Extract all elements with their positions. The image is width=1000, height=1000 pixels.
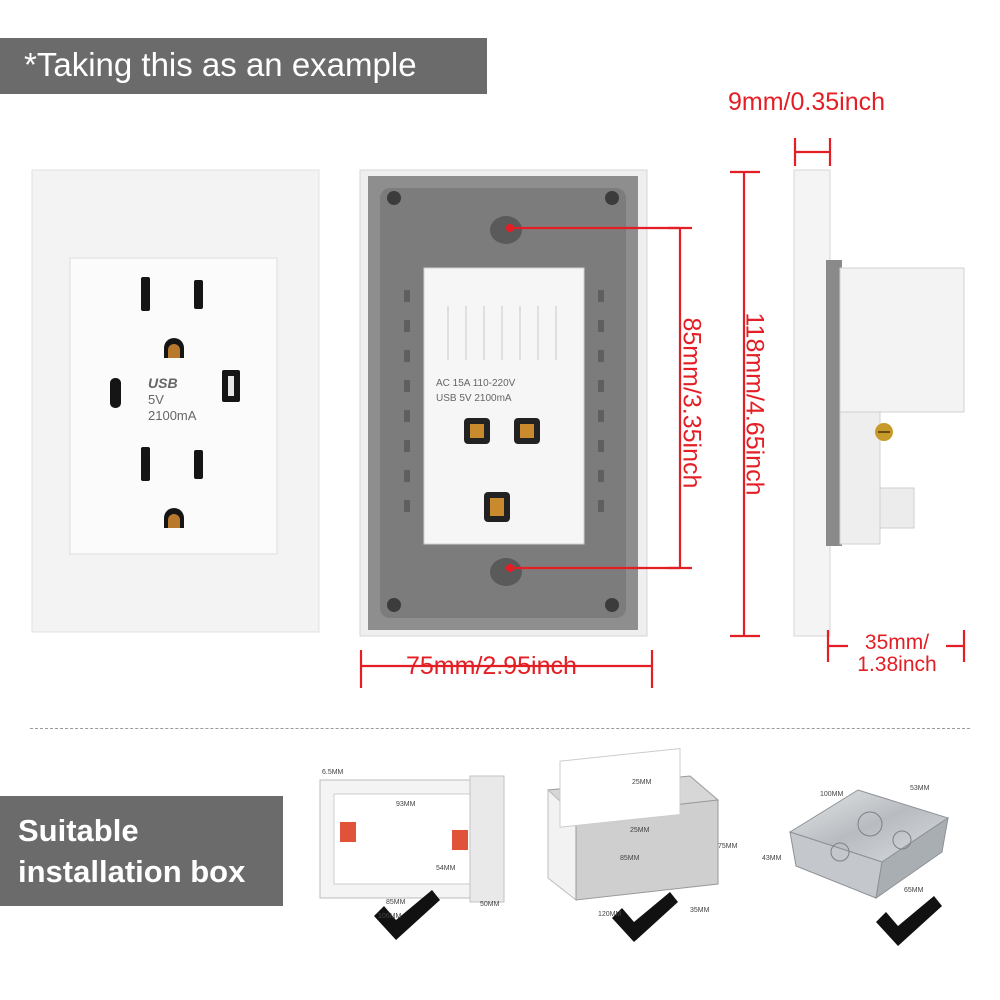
- installation-box-3: [788, 789, 950, 946]
- check-icon-3: [876, 896, 942, 946]
- installation-banner-line1: Suitable: [18, 813, 139, 848]
- box-2-labels: 25MM 25MM 85MM 75MM 120MM 35MM: [598, 779, 738, 918]
- usb-logo: USB: [148, 375, 178, 391]
- usb-c-port-icon: [110, 378, 121, 408]
- current-label: 2100mA: [148, 408, 197, 423]
- dimension-depth-body-line1: 35mm/: [864, 631, 930, 654]
- dimension-depth-top: 9mm/0.35inch: [728, 88, 886, 116]
- check-icon-1: [374, 890, 440, 940]
- box-1-label-d: 85MM: [386, 899, 406, 906]
- side-view: [793, 169, 965, 637]
- box-2-label-f: 35MM: [690, 907, 710, 914]
- voltage-label: 5V: [148, 392, 164, 407]
- section-separator: [30, 728, 970, 729]
- box-3-label-c: 43MM: [762, 855, 782, 862]
- box-3-label-a: 100MM: [820, 791, 844, 798]
- box-1-label-e: 106MM: [378, 913, 402, 920]
- box-3-label-d: 65MM: [904, 887, 924, 894]
- check-icon-2: [612, 892, 678, 942]
- box-1-label-c: 54MM: [436, 865, 456, 872]
- dimension-depth-body: 35mm/ 1.38inch: [848, 632, 946, 676]
- box-2-label-e: 120MM: [598, 911, 622, 918]
- dimension-depth-body-line2: 1.38inch: [857, 653, 937, 676]
- dimension-lines: [359, 138, 966, 688]
- box-1-label-b: 93MM: [396, 801, 416, 808]
- box-1-labels: 6.5MM 93MM 54MM 85MM 106MM 50MM: [322, 769, 500, 920]
- back-wall-plate: [359, 169, 648, 637]
- dimension-width: 75mm/2.95inch: [406, 652, 577, 680]
- front-wall-plate: [31, 169, 320, 633]
- box-3-labels: 100MM 53MM 43MM 65MM: [762, 785, 930, 894]
- example-banner: *Taking this as an example: [0, 38, 487, 94]
- back-spec-line1: AC 15A 110-220V: [436, 378, 516, 389]
- installation-banner-line2: installation box: [18, 854, 246, 889]
- example-banner-text: *Taking this as an example: [24, 46, 417, 83]
- dimension-screw-spacing: 85mm/3.35inch: [677, 317, 706, 489]
- back-spec-line2: USB 5V 2100mA: [436, 393, 512, 404]
- box-2-label-c: 85MM: [620, 855, 640, 862]
- installation-box-2: [546, 747, 720, 942]
- installation-box-1: [319, 775, 505, 940]
- dimension-height: 118mm/4.65inch: [740, 312, 769, 496]
- box-1-label-f: 50MM: [480, 901, 500, 908]
- box-1-label-a: 6.5MM: [322, 769, 344, 776]
- box-2-label-a: 25MM: [632, 779, 652, 786]
- installation-box-banner: Suitable installation box: [0, 796, 283, 906]
- box-3-label-b: 53MM: [910, 785, 930, 792]
- box-2-label-b: 25MM: [630, 827, 650, 834]
- box-2-label-d: 75MM: [718, 843, 738, 850]
